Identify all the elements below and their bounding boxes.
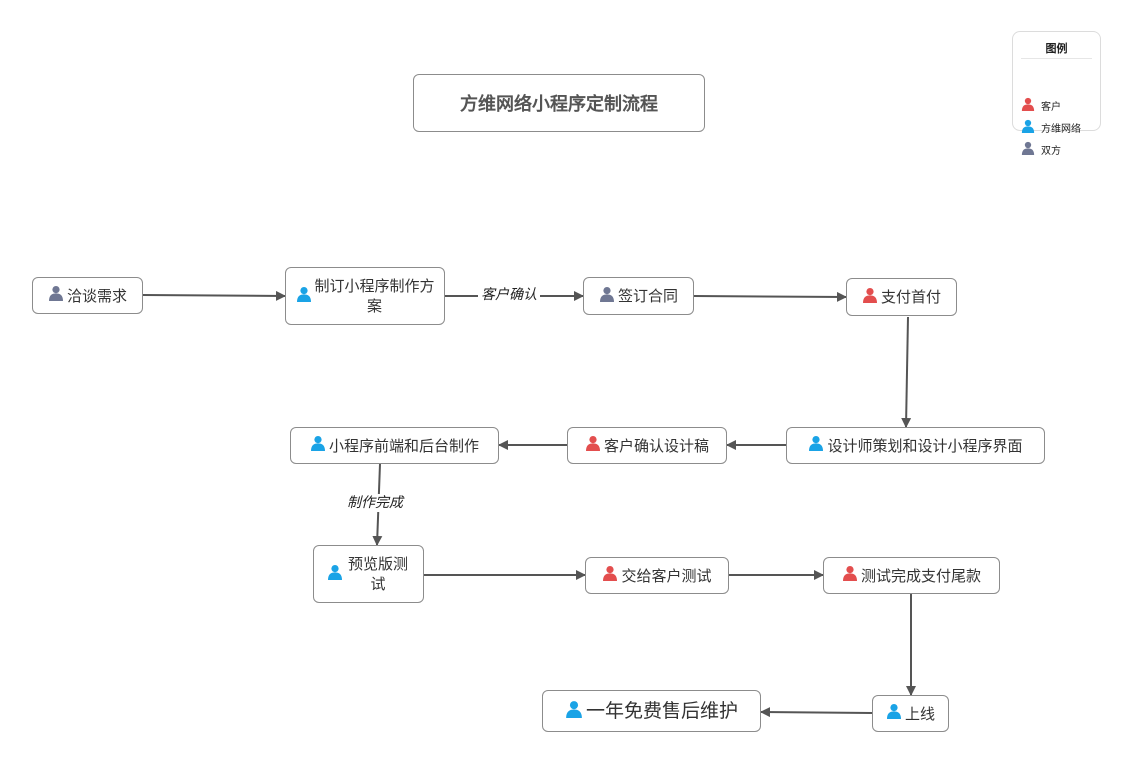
node-label: 交给客户测试 [621,566,712,585]
legend-divider [1021,58,1092,59]
arrow-negotiate-to-plan [142,290,286,301]
node-maintenance[interactable]: 一年免费售后维护 [542,690,761,732]
legend-item-both: 双方 [1021,140,1061,158]
node-label: 签订合同 [617,287,678,305]
person-icon [1021,97,1035,114]
node-final-payment[interactable]: 测试完成支付尾款 [823,557,1000,594]
node-confirm-design[interactable]: 客户确认设计稿 [567,427,727,464]
person-icon [808,435,824,456]
person-icon [585,435,601,456]
person-icon [310,435,326,456]
diagram-title: 方维网络小程序定制流程 [413,74,705,132]
person-icon [599,286,615,307]
person-icon [886,703,902,724]
node-label: 客户确认设计稿 [603,436,709,455]
node-label: 支付首付 [880,288,941,306]
node-design-ui[interactable]: 设计师策划和设计小程序界面 [786,427,1045,464]
legend: 图例 客户 方维网络 双方 [1012,31,1101,157]
person-icon [48,285,64,306]
node-label: 洽谈需求 [66,286,127,305]
arrow-contract-to-first-payment [693,291,847,302]
node-label: 设计师策划和设计小程序界面 [827,436,1023,455]
legend-label: 双方 [1041,145,1061,157]
person-icon [842,565,858,586]
person-icon [327,564,343,585]
node-launch[interactable]: 上线 [872,695,949,732]
node-negotiate[interactable]: 洽谈需求 [32,277,143,314]
node-preview-test[interactable]: 预览版测试 [313,545,424,603]
person-icon [296,286,312,307]
node-label: 测试完成支付尾款 [860,566,981,585]
node-develop[interactable]: 小程序前端和后台制作 [290,427,499,464]
legend-item-customer: 客户 [1021,96,1061,114]
node-label: 一年免费售后维护 [585,700,738,722]
node-customer-test[interactable]: 交给客户测试 [585,557,729,594]
node-plan[interactable]: 制订小程序制作方案 [285,267,445,325]
person-icon [565,700,583,722]
person-icon [1021,119,1035,136]
legend-label: 方维网络 [1041,123,1081,135]
person-icon [862,287,878,308]
node-label: 预览版测试 [347,555,408,593]
node-label: 制订小程序制作方案 [314,277,435,315]
edge-label-customer-confirm: 客户确认 [478,286,540,304]
edge-label-production-done: 制作完成 [344,494,406,512]
arrow-first-payment-to-design [901,316,912,428]
arrow-launch-to-maintenance [760,707,873,718]
node-contract[interactable]: 签订合同 [583,277,694,315]
node-label: 上线 [904,704,935,723]
legend-title: 图例 [1045,42,1068,55]
person-icon [602,565,618,586]
legend-label: 客户 [1041,101,1061,113]
node-first-payment[interactable]: 支付首付 [846,278,957,316]
legend-item-company: 方维网络 [1021,118,1081,136]
node-label: 小程序前端和后台制作 [328,436,479,455]
person-icon [1021,141,1035,158]
